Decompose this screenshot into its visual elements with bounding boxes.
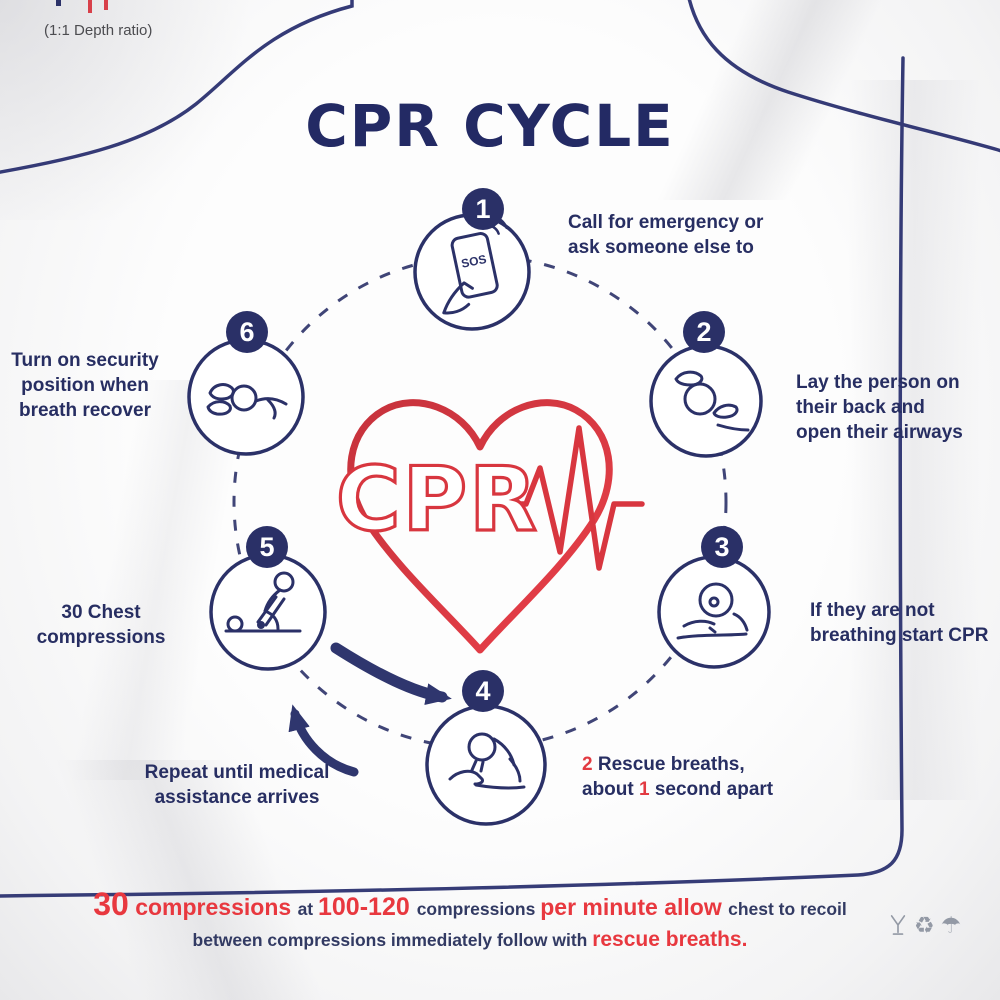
rescue-breath-icon [448,732,526,790]
chest-compression-icon [224,571,302,633]
repeat-arrow-to-step4 [330,642,452,706]
step-2-number: 2 [696,317,711,347]
step-3-node: 3 [657,526,771,669]
step-3-circle [657,555,771,669]
step-6-circle [187,338,305,456]
crop-mark [104,0,108,10]
step-1-node: SOS 1 [413,188,531,331]
recycle-icon: ♻ [914,911,935,938]
glass-icon [890,915,906,935]
step-3-label: If they are not breathing start CPR [810,600,989,647]
recovery-position-icon [206,383,288,420]
poster-title: CPR CYCLE [305,92,675,160]
svg-text:SOS: SOS [460,252,488,271]
right-side-and-bottom-outline [0,56,905,898]
repeat-note: Repeat until medical assistance arrives [144,762,330,809]
repeat-arrow-to-step5 [288,704,359,777]
step-1-number: 1 [475,194,490,224]
head-tilt-airway-icon [674,370,750,432]
step-5-node: 5 [209,526,327,671]
step-2-node: 2 [649,311,763,458]
step-2-label: Lay the person on their back and open th… [796,372,963,444]
depth-ratio-label: (1:1 Depth ratio) [44,22,153,39]
step-4-label: 2 Rescue breaths, about 1 second apart [582,754,774,801]
phone-sos-icon: SOS [442,215,508,315]
step-6-label: Turn on security position when breath re… [11,350,159,422]
left-shoulder-outline [0,0,354,174]
ecg-pulse-line [500,425,645,571]
step-3-number-badge [701,526,743,568]
step-4-seconds-number: 1 [639,779,650,801]
body-outline [0,0,1000,898]
cpr-heart-logo: CPR [334,399,645,654]
step-6-number-badge [226,311,268,353]
cpr-label: CPR [336,448,539,551]
step-4-number-badge [462,670,504,712]
repeat-arrows [288,642,452,777]
heart-outline [347,399,613,654]
step-4-number-text: 2 [582,754,593,775]
umbrella-icon: ☂ [940,911,962,938]
step-6-number: 6 [239,317,254,347]
step-5-number: 5 [259,532,274,562]
crop-mark [88,0,92,13]
footer-instruction-line2: between compressions immediately follow … [192,928,748,951]
step-4-number: 4 [475,676,490,706]
crop-mark [56,0,61,6]
step-1-label: Call for emergency or ask someone else t… [568,212,764,259]
step-1-number-badge [462,188,504,230]
check-breathing-icon [676,582,749,640]
step-5-label: 30 Chest compressions [36,602,166,649]
right-shoulder-outline [687,0,1000,153]
step-5-number-badge [246,526,288,568]
step-6-node: 6 [187,311,305,456]
step-2-number-badge [683,311,725,353]
footer-instruction-line1: 30 compressions at 100-120 compressions … [93,886,847,922]
care-symbols: ♻ ☂ [888,912,961,938]
step-4-node: 4 [425,670,547,826]
step-2-circle [649,344,763,458]
step-3-number: 3 [714,532,729,562]
step-4-circle [425,704,547,826]
